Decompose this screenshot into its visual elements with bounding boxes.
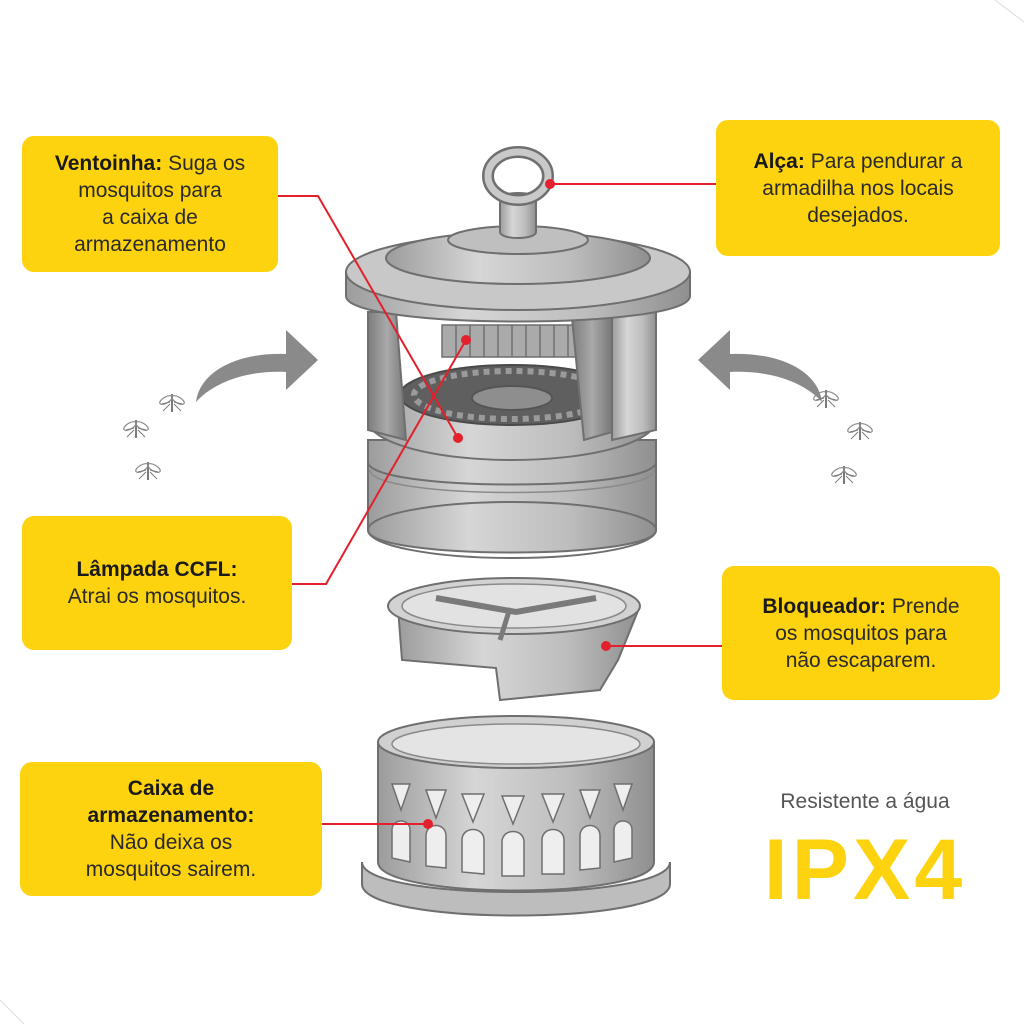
fan-text-2: mosquitos para — [78, 179, 222, 202]
dot-handle — [545, 179, 555, 189]
callout-blocker: Bloqueador: Prende os mosquitos para não… — [722, 566, 1000, 700]
storage-title-1: Caixa de — [127, 777, 215, 800]
fan-text-3: a caixa de — [102, 206, 198, 229]
handle-ring — [482, 146, 554, 206]
callout-handle: Alça: Para pendurar a armadilha nos loca… — [716, 120, 1000, 256]
callout-lamp: Lâmpada CCFL: Atrai os mosquitos. — [22, 516, 292, 650]
leader-lines — [278, 183, 722, 825]
leader-dots — [423, 179, 611, 829]
dot-lamp — [461, 335, 471, 345]
airflow-arrow-left-icon — [196, 330, 318, 402]
handle-text-1: Para pendurar a — [810, 149, 963, 173]
handle-text-3: desejados. — [807, 203, 909, 227]
blocker-text-2: os mosquitos para — [775, 621, 947, 645]
callout-fan: Ventoinha: Suga os mosquitos para a caix… — [22, 136, 278, 272]
dot-blocker — [601, 641, 611, 651]
fan-title: Ventoinha: — [54, 152, 163, 175]
corner-line — [994, 0, 1024, 23]
corner-line — [0, 999, 25, 1024]
storage-text-2: mosquitos sairem. — [85, 858, 257, 881]
blocker-text-1: Prende — [891, 594, 960, 618]
lamp-text-1: Atrai os mosquitos. — [67, 585, 247, 608]
airflow-arrow-right-icon — [698, 330, 822, 402]
leader-fan — [278, 195, 459, 439]
lamp-title: Lâmpada CCFL: — [76, 558, 238, 581]
dot-storage — [423, 819, 433, 829]
ipx4-rating: IPX4 — [763, 822, 967, 918]
fan-text-1: Suga os — [168, 152, 246, 175]
blocker-text-3: não escaparem. — [785, 648, 937, 672]
callout-storage: Caixa de armazenamento: Não deixa os mos… — [20, 762, 322, 896]
storage-box-part — [361, 715, 671, 917]
fan-text-4: armazenamento — [74, 233, 226, 256]
dot-fan — [453, 433, 463, 443]
top-housing — [345, 192, 691, 559]
blocker-part — [387, 577, 641, 702]
handle-text-2: armadilha nos locais — [762, 176, 954, 200]
storage-title-2: armazenamento: — [87, 804, 255, 827]
blocker-title: Bloqueador: — [762, 594, 887, 618]
handle-title: Alça: — [753, 149, 805, 173]
leader-lamp — [292, 339, 467, 585]
water-resistance-label: Resistente a água — [780, 790, 950, 813]
storage-text-1: Não deixa os — [109, 831, 233, 854]
